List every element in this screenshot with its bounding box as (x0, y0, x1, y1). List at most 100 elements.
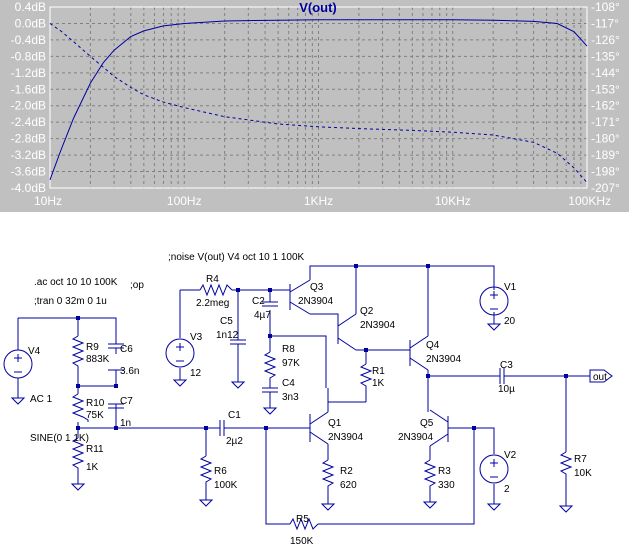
directive-noise[interactable]: ;noise V(out) V4 oct 10 1 100K (168, 252, 305, 263)
x-tick-label: 1KHz (304, 194, 333, 208)
directive-ac[interactable]: .ac oct 10 10 100K (34, 277, 118, 288)
source-v4-symbol (3, 349, 33, 379)
right-tick-label: -189° (591, 148, 620, 162)
schematic: .ac oct 10 10 100K ;op ;tran 0 32m 0 1u … (3, 252, 613, 547)
source-v3-symbol (165, 338, 195, 368)
resistors (71, 283, 573, 531)
left-tick-label: -2.0dB (11, 99, 46, 113)
source-v2-symbol (479, 454, 509, 484)
right-tick-label: -117° (591, 16, 619, 30)
r4-value: 2.2meg (196, 298, 229, 309)
q4-name: Q4 (426, 340, 440, 351)
x-tick-label: 10KHz (435, 194, 471, 208)
left-tick-label: -3.2dB (11, 148, 46, 162)
x-tick-label: 100KHz (568, 194, 611, 208)
right-tick-label: -171° (591, 115, 620, 129)
schematic-panel[interactable]: .ac oct 10 10 100K ;op ;tran 0 32m 0 1u … (0, 212, 629, 551)
v1-name: V1 (504, 282, 517, 293)
resistor-r4-symbol (199, 283, 233, 297)
q1-name: Q1 (328, 418, 342, 429)
q4-value: 2N3904 (426, 354, 461, 365)
left-tick-label: -0.4dB (11, 33, 46, 47)
left-tick-label: 0.0dB (15, 16, 46, 30)
voltage-sources (3, 286, 509, 484)
v1-value: 20 (504, 316, 516, 327)
v4-value: AC 1 (30, 394, 53, 405)
resistor-r3-symbol (423, 459, 437, 494)
r1-name: R1 (372, 366, 385, 377)
v4-name: V4 (28, 346, 41, 357)
left-tick-label: -2.8dB (11, 132, 46, 146)
c7-name: C7 (120, 396, 133, 407)
r6-value: 100K (214, 480, 238, 491)
r5-value: 150K (290, 536, 314, 547)
plot-grid (50, 7, 587, 188)
right-tick-label: -144° (591, 66, 620, 80)
capacitor-c5-symbol (230, 339, 246, 358)
directive-tran[interactable]: ;tran 0 32m 0 1u (34, 296, 107, 307)
q3-name: Q3 (310, 282, 324, 293)
capacitor-c7-symbol (108, 403, 124, 428)
resistor-r2-symbol (321, 459, 335, 494)
left-tick-label: -4.0dB (11, 181, 46, 195)
right-tick-label: -207° (591, 181, 620, 195)
wires (17, 265, 590, 525)
ground-symbols (10, 323, 574, 513)
q1-value: 2N3904 (328, 432, 363, 443)
resistor-r5-symbol (289, 517, 319, 531)
c5-value: 1n12 (216, 330, 239, 341)
r1-value: 1K (372, 378, 385, 389)
output-label: out (593, 372, 607, 383)
bode-plot: V(out) 0.4dB0.0dB-0.4dB-0.8dB-1.2dB-1.6d… (11, 0, 620, 208)
left-tick-label: -0.8dB (11, 49, 46, 63)
right-tick-label: -198° (591, 165, 620, 179)
left-tick-label: 0.4dB (15, 0, 46, 14)
directive-op[interactable]: ;op (130, 280, 144, 291)
plot-title: V(out) (299, 0, 337, 15)
r8-name: R8 (282, 344, 295, 355)
r3-value: 330 (438, 480, 455, 491)
v3-value: 12 (190, 368, 202, 379)
c4-value: 3n3 (282, 392, 299, 403)
right-tick-label: -153° (591, 82, 620, 96)
left-tick-label: -2.4dB (11, 115, 46, 129)
q5-name: Q5 (420, 418, 434, 429)
r9-value: 883K (86, 354, 110, 365)
v2-name: V2 (504, 450, 517, 461)
v2-value: 2 (504, 484, 510, 495)
resistor-r10-symbol (71, 393, 89, 422)
c1-value: 2µ2 (226, 436, 243, 447)
v3-name: V3 (190, 332, 203, 343)
r9-name: R9 (86, 342, 99, 353)
plot-series (49, 19, 588, 183)
x-tick-label: 10Hz (34, 194, 62, 208)
r8-value: 97K (282, 358, 300, 369)
q5-value: 2N3904 (398, 432, 433, 443)
resistor-r6-symbol (199, 455, 213, 492)
q2-value: 2N3904 (360, 320, 395, 331)
r3-name: R3 (438, 466, 451, 477)
x-tick-label: 100Hz (167, 194, 202, 208)
x-axis-ticks: 10Hz 100Hz 1KHz 10KHz 100KHz (34, 194, 611, 208)
r4-name: R4 (206, 274, 219, 285)
capacitor-c6-symbol (108, 343, 124, 372)
c4-name: C4 (282, 378, 295, 389)
v4-sine: SINE(0 1 1K) (30, 433, 89, 444)
output-port[interactable] (589, 369, 613, 383)
capacitors (108, 301, 514, 436)
right-tick-label: -135° (591, 49, 620, 63)
r11-value: 1K (86, 462, 99, 473)
resistor-r11-symbol (71, 437, 85, 474)
capacitor-c3-symbol (499, 368, 514, 384)
left-tick-label: -1.2dB (11, 66, 46, 80)
right-tick-label: -180° (591, 132, 620, 146)
c1-name: C1 (228, 410, 241, 421)
resistor-r9-symbol (71, 335, 85, 370)
r11-name: R11 (86, 444, 104, 455)
right-tick-label: -126° (591, 33, 620, 47)
magnitude-trace (49, 19, 588, 180)
right-tick-label: -162° (591, 99, 620, 113)
r6-name: R6 (214, 466, 227, 477)
phase-trace (49, 23, 588, 183)
